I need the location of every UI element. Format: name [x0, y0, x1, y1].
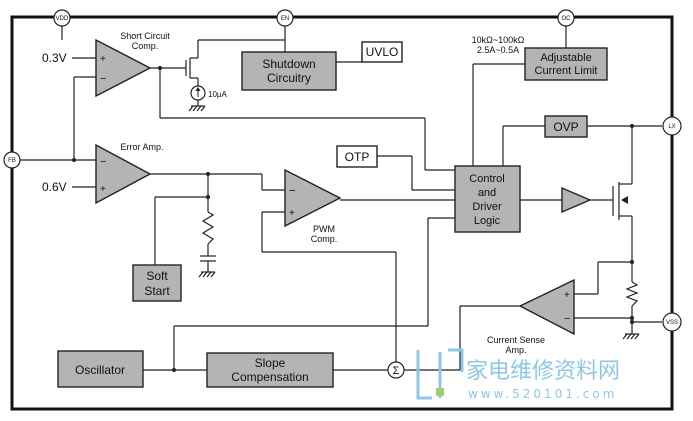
limit-range-2: 2.5A~0.5A [477, 45, 519, 55]
svg-text:LX: LX [668, 124, 675, 130]
svg-text:Driver: Driver [472, 201, 502, 213]
svg-text:−: − [100, 73, 106, 85]
slope-compensation-block: Slope Compensation [206, 352, 334, 388]
svg-text:−: − [289, 185, 295, 197]
ref-0p6v: 0.6V [42, 180, 67, 194]
limit-range-1: 10kΩ~100kΩ [472, 35, 525, 45]
pwm-label-1: PWM [313, 224, 335, 234]
watermark-url: www.520101.com [468, 387, 617, 401]
svg-text:Slope: Slope [255, 356, 286, 370]
junction-dots [72, 66, 634, 372]
oscillator-block: Oscillator [57, 350, 144, 388]
current-sense-amplifier: + − Current Sense Amp. [487, 278, 575, 355]
svg-text:OC: OC [562, 16, 572, 22]
svg-text:Shutdown: Shutdown [262, 57, 315, 71]
pin-vss: VSS [662, 312, 682, 332]
svg-text:−: − [100, 156, 106, 168]
adjustable-current-limit-block: Adjustable Current Limit [524, 47, 608, 81]
chip-outline [10, 15, 674, 411]
svg-text:Σ: Σ [393, 365, 400, 377]
current-source-label: 10μA [208, 90, 228, 99]
svg-text:Current Limit: Current Limit [535, 65, 598, 77]
current-sense-label-2: Amp. [505, 345, 526, 355]
svg-text:FB: FB [8, 158, 16, 164]
svg-text:Start: Start [144, 284, 170, 298]
svg-text:and: and [478, 187, 496, 199]
compensation-resistor-icon [201, 211, 215, 245]
power-mosfet-arrow-icon [621, 196, 628, 204]
svg-text:+: + [289, 208, 295, 219]
svg-text:Oscillator: Oscillator [75, 363, 125, 377]
svg-text:+: + [100, 54, 106, 65]
watermark-cn: 家电维修资料网 [466, 359, 620, 384]
svg-text:VSS: VSS [666, 320, 678, 326]
svg-text:Compensation: Compensation [231, 370, 308, 384]
short-circuit-comparator: + − Short Circuit Comp. [95, 31, 170, 98]
current-source-icon: 10μA [190, 85, 228, 101]
sense-resistor-icon [625, 281, 639, 307]
pin-en: EN [276, 9, 294, 27]
pin-oc: OC [557, 9, 575, 27]
gate-driver-buffer [561, 186, 592, 214]
pin-lx: LX [662, 116, 682, 136]
svg-text:UVLO: UVLO [366, 45, 399, 59]
svg-text:EN: EN [281, 16, 289, 22]
otp-block: OTP [336, 145, 378, 168]
short-circuit-label-1: Short Circuit [120, 31, 170, 41]
svg-text:Circuitry: Circuitry [267, 71, 311, 85]
svg-text:−: − [564, 313, 570, 325]
error-amplifier: − + Error Amp. [95, 142, 164, 205]
pin-vdd: VDD [53, 9, 71, 27]
shutdown-circuitry-block: Shutdown Circuitry [241, 51, 337, 91]
svg-text:VDD: VDD [56, 16, 69, 22]
svg-text:Control: Control [469, 173, 504, 185]
current-sense-label-1: Current Sense [487, 335, 545, 345]
uvlo-block: UVLO [361, 41, 403, 63]
watermark-logo-icon [416, 348, 464, 400]
svg-text:Adjustable: Adjustable [540, 52, 591, 64]
control-driver-logic-block: Control and Driver Logic [454, 165, 521, 233]
pwm-comparator: − + PWM Comp. [284, 168, 342, 244]
svg-text:+: + [564, 290, 570, 301]
ref-0p3v: 0.3V [42, 51, 67, 65]
short-circuit-label-2: Comp. [132, 41, 159, 51]
pwm-label-2: Comp. [311, 234, 338, 244]
watermark: 家电维修资料网 www.520101.com [416, 348, 620, 401]
soft-start-block: Soft Start [132, 264, 182, 302]
svg-text:OVP: OVP [553, 120, 578, 134]
pin-fb: FB [3, 151, 21, 169]
svg-text:OTP: OTP [345, 150, 370, 164]
summing-node: Σ [387, 361, 405, 379]
error-amp-label: Error Amp. [120, 142, 163, 152]
svg-text:Logic: Logic [474, 215, 501, 227]
svg-text:Soft: Soft [146, 269, 168, 283]
ovp-block: OVP [544, 115, 588, 138]
svg-text:+: + [100, 184, 106, 195]
